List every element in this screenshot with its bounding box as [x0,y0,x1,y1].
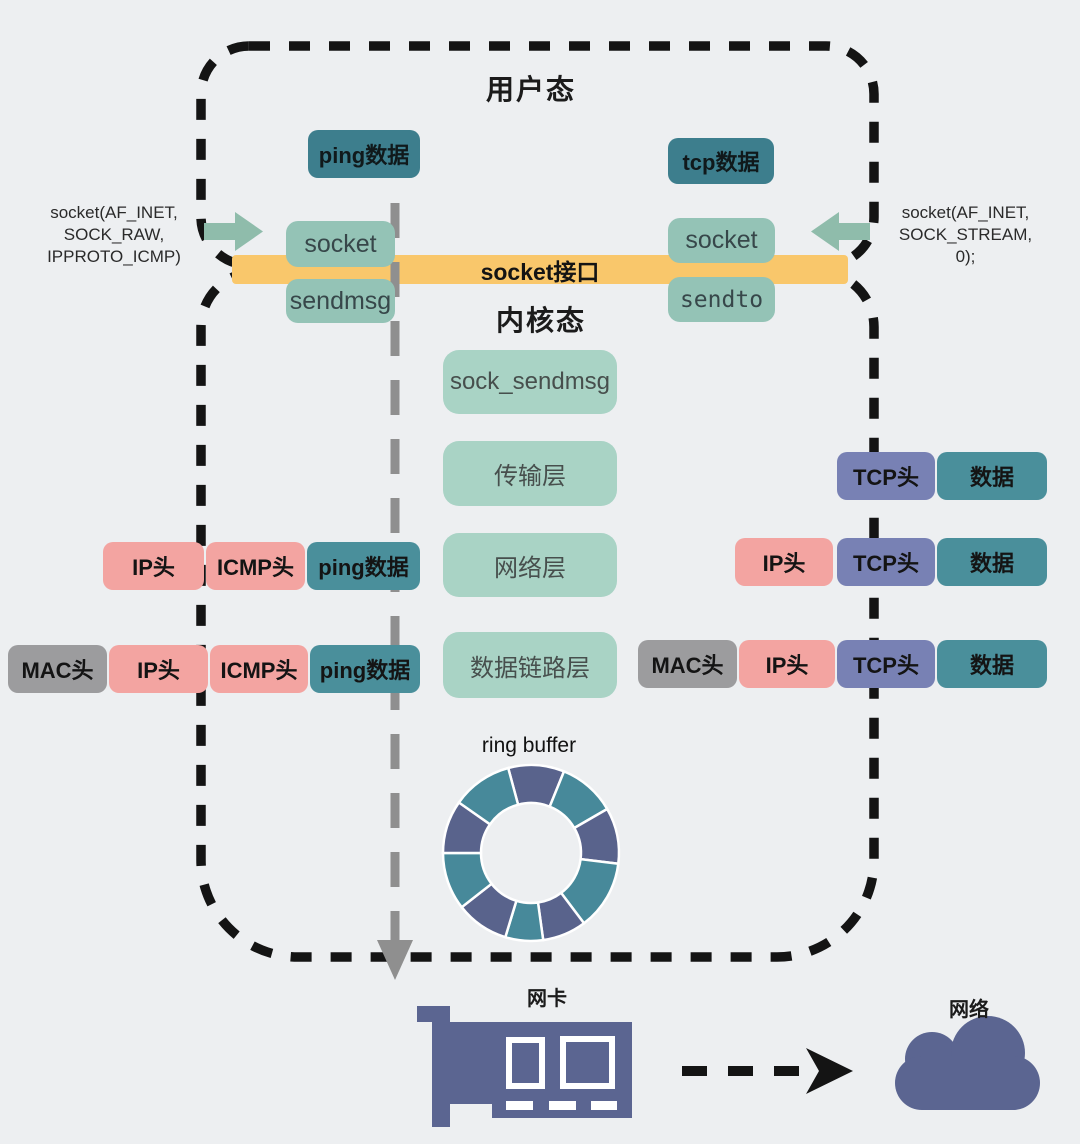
kernel-layer-sock-sendmsg: sock_sendmsg [443,350,617,414]
nic-label: 网卡 [527,987,567,1010]
syscall-left-line1: socket(AF_INET, [50,203,178,222]
syscall-annotation-right: socket(AF_INET, SOCK_STREAM, 0); [878,200,1053,270]
sendto-call: sendto [668,277,775,322]
packet-left-row1-ip-header: IP头 [103,542,204,590]
network-cloud-label: 网络 [949,998,989,1021]
syscall-arrow-left-icon [204,212,263,251]
packet-right-row3-tcp-header: TCP头 [837,640,935,688]
ring-buffer-donut [441,763,621,943]
kernel-mode-title: 内核态 [495,305,586,336]
socket-call-right: socket [668,218,775,263]
kernel-layer-network: 网络层 [443,533,617,597]
packet-left-row2-ip-header: IP头 [109,645,208,693]
packet-left-row1-ping-data: ping数据 [307,542,420,590]
tcp-data-badge: tcp数据 [668,138,774,184]
packet-right-row1-data: 数据 [937,452,1047,500]
packet-left-row2-ping-data: ping数据 [310,645,420,693]
ping-data-badge: ping数据 [308,130,420,178]
packet-right-row2-data: 数据 [937,538,1047,586]
packet-right-row3-data: 数据 [937,640,1047,688]
packet-right-row3-ip-header: IP头 [739,640,835,688]
syscall-annotation-left: socket(AF_INET, SOCK_RAW, IPPROTO_ICMP) [28,200,200,270]
packet-left-row2-icmp-header: ICMP头 [210,645,308,693]
packet-right-row1-tcp-header: TCP头 [837,452,935,500]
nic-to-network-arrow [682,1048,853,1094]
syscall-left-line2: SOCK_RAW, [63,225,165,244]
syscall-right-line2: SOCK_STREAM, [898,225,1033,244]
kernel-layer-datalink: 数据链路层 [443,632,617,698]
packet-right-row3-mac-header: MAC头 [638,640,737,688]
packet-left-row1-icmp-header: ICMP头 [206,542,305,590]
syscall-left-line3: IPPROTO_ICMP) [47,247,181,266]
user-mode-title: 用户态 [485,74,576,105]
syscall-arrow-right-icon [811,212,870,251]
syscall-right-line1: socket(AF_INET, [901,203,1030,222]
cloud-icon [895,1016,1040,1110]
kernel-layer-transport: 传输层 [443,441,617,506]
ring-buffer-label: ring buffer [481,734,577,757]
socket-call-left: socket [286,221,395,267]
socket-interface-label: socket接口 [480,258,600,285]
packet-right-row2-tcp-header: TCP头 [837,538,935,586]
sendmsg-call: sendmsg [286,279,395,323]
nic-icon [417,1006,632,1127]
packet-left-row2-mac-header: MAC头 [8,645,107,693]
syscall-right-line3: 0); [955,247,976,266]
kernel-mode-region-border [196,267,879,962]
packet-right-row2-ip-header: IP头 [735,538,833,586]
